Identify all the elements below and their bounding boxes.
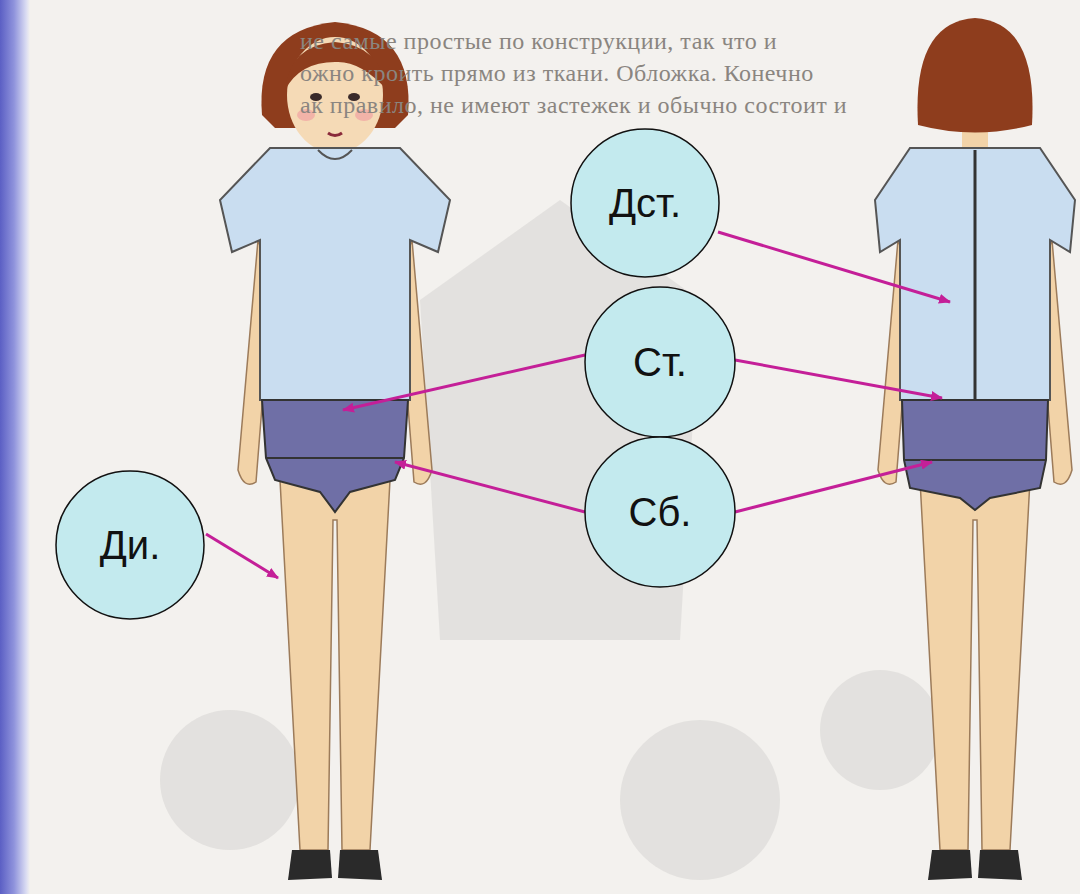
back-figure xyxy=(875,18,1075,880)
back-seam xyxy=(974,150,977,400)
background-text: ожно кроить прямо из ткани. Обложка. Кон… xyxy=(300,60,814,87)
callout-circle: Сб. xyxy=(584,436,736,588)
callout-text: Сб. xyxy=(629,490,692,534)
page-ground xyxy=(30,0,1080,894)
leader-arrows xyxy=(206,232,950,578)
callout-text: Ди. xyxy=(100,523,161,567)
callout-text: Дст. xyxy=(609,181,681,225)
front-figure xyxy=(220,22,450,880)
background-text: ак правило, не имеют застежек и обычно с… xyxy=(300,92,847,119)
callout-circle: Дст. xyxy=(570,128,720,278)
callout-text: Ст. xyxy=(633,340,687,384)
callout-circle: Ст. xyxy=(584,286,736,438)
background-text: ие самые простые по конструкции, так что… xyxy=(300,28,777,55)
callout-circle: Ди. xyxy=(55,470,205,620)
